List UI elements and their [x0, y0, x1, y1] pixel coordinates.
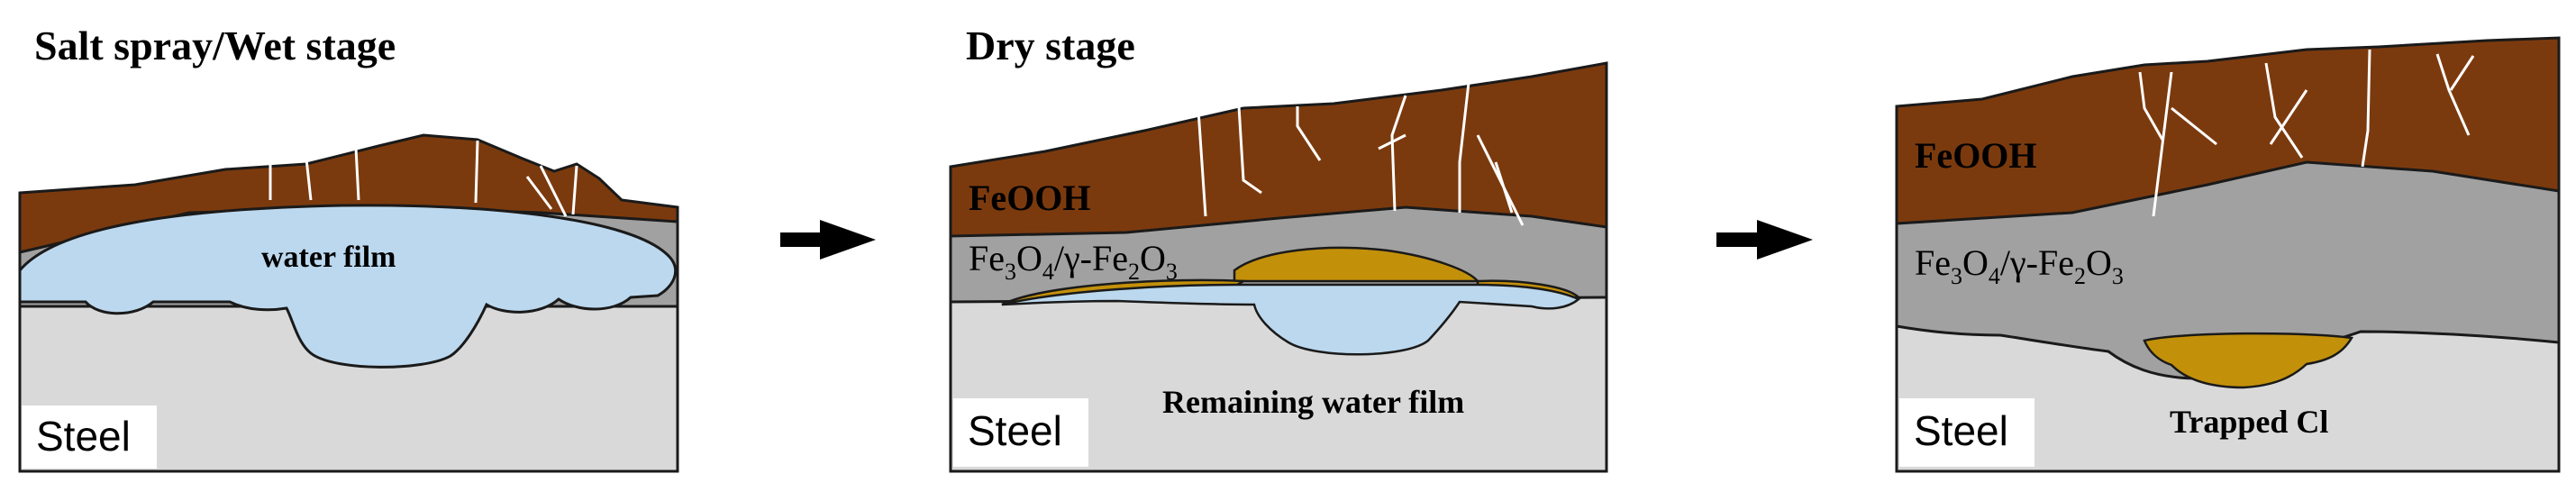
trapped-cl-caption: Trapped Cl [2170, 404, 2328, 440]
rust-label: FeOOH [969, 178, 1091, 218]
trapped-chloride [2143, 332, 2354, 389]
rust-cracks [269, 140, 578, 217]
rust-cracks [1197, 82, 1525, 226]
arrow-right-icon [1716, 220, 1813, 260]
rust-cracks [2138, 49, 2475, 217]
panel-wet-stage: Salt spray/Wet stage water film Steel [18, 23, 679, 473]
oxide-label: Fe3O4/γ-Fe2O3 [1915, 242, 2124, 289]
panel-title-wet: Salt spray/Wet stage [34, 23, 396, 68]
oxide-label: Fe3O4/γ-Fe2O3 [969, 238, 1178, 285]
trapped-chloride [1233, 246, 1480, 283]
steel-label-box [1899, 398, 2034, 467]
rust-label: FeOOH [1915, 135, 2037, 176]
steel-label-box [953, 398, 1088, 467]
panel-title-dry: Dry stage [966, 23, 1135, 68]
water-film-label: water film [261, 241, 396, 274]
panel-trapped-cl: FeOOH Fe3O4/γ-Fe2O3 Steel Trapped Cl [1895, 36, 2561, 473]
panel-dry-stage: Dry stage FeOOH Fe3O4/γ-Fe2O3 Stee [949, 23, 1608, 473]
arrow-right-icon [780, 220, 876, 260]
remaining-water-caption: Remaining water film [1162, 384, 1464, 420]
remaining-water-film [1001, 283, 1581, 356]
rust-layer [949, 61, 1608, 238]
steel-label-box [22, 405, 157, 469]
water-film [18, 204, 678, 369]
steel-label: Steel [1914, 407, 2008, 454]
rust-layer [1895, 36, 2561, 225]
steel-label: Steel [36, 413, 131, 460]
steel-label: Steel [968, 407, 1062, 454]
